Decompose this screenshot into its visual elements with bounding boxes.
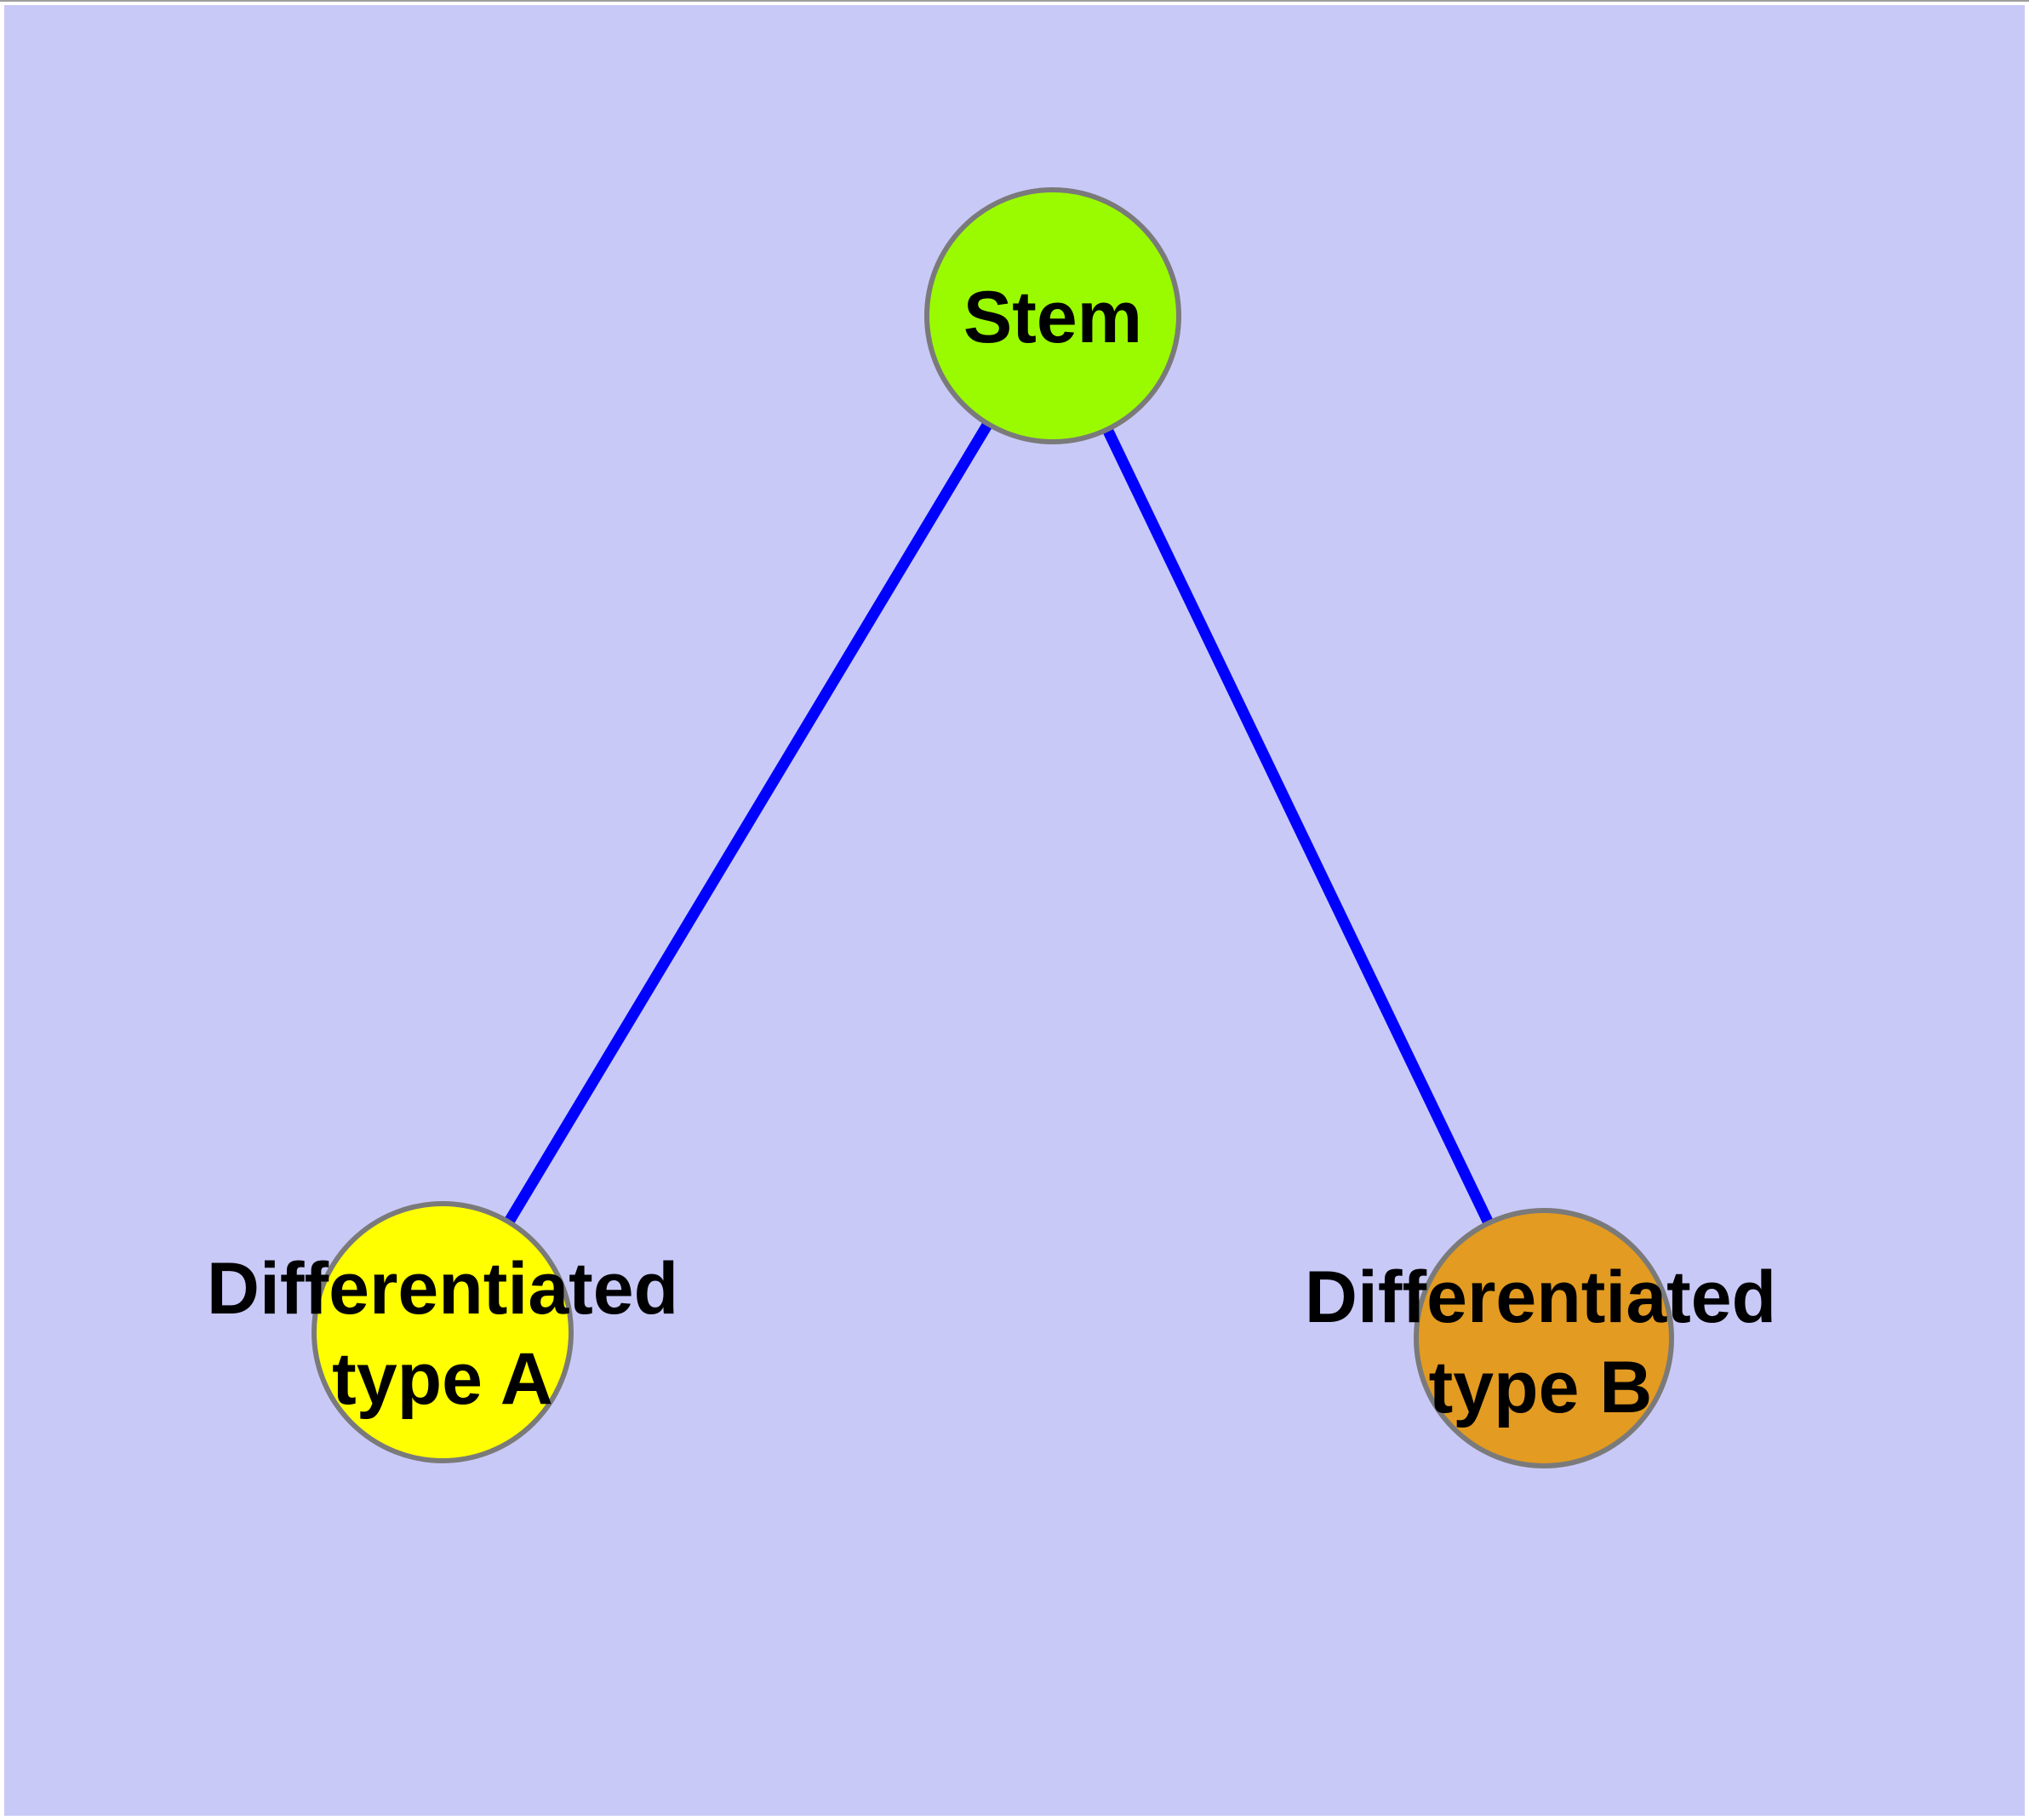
node-type-a-label-line-2: type A [332, 1338, 553, 1420]
node-stem-circle [924, 187, 1181, 444]
edge-stem-to-type-a [437, 312, 1058, 1336]
node-stem-label-line: Stem [963, 277, 1143, 358]
window-top-border [0, 0, 2029, 2]
edge-stem-to-type-b [1048, 313, 1549, 1341]
node-type-a-label-line-1: Differentiated [206, 1248, 679, 1330]
node-type-b-label-line-1: Differentiated [1304, 1256, 1777, 1338]
node-type-a-circle [311, 1201, 574, 1463]
node-type-b-label: Differentiated type B [1305, 1252, 1776, 1433]
node-type-a-label: Differentiated type A [207, 1244, 678, 1424]
node-stem-label: Stem [963, 272, 1142, 363]
node-type-b-circle [1414, 1208, 1674, 1468]
node-type-b-label-line-2: type B [1428, 1347, 1653, 1428]
